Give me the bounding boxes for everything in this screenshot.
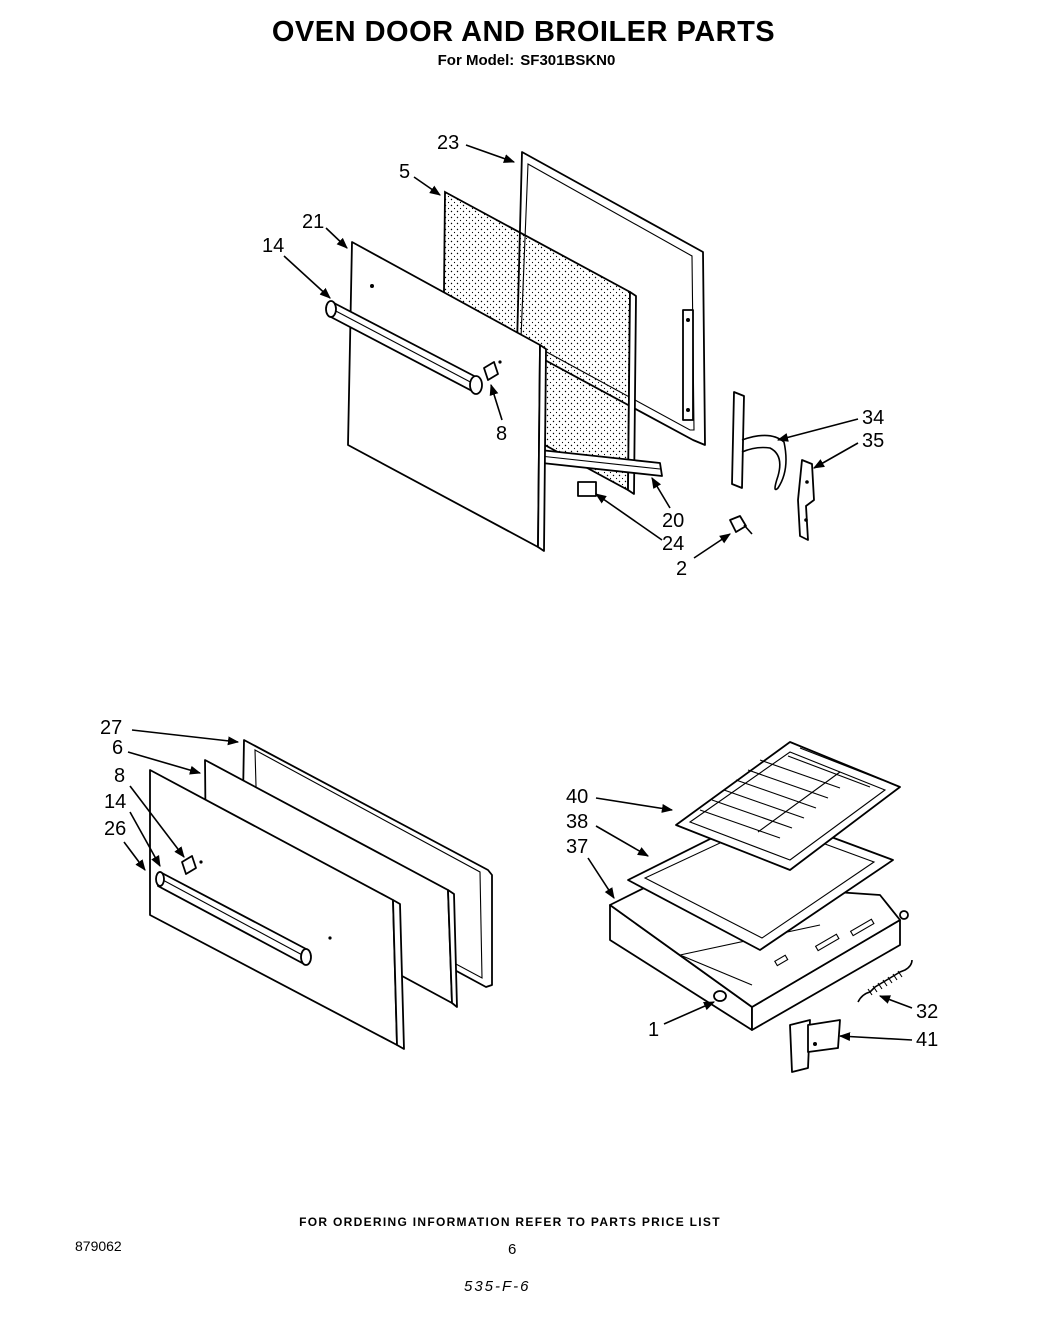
model-number: SF301BSKN0	[520, 52, 616, 69]
model-label: For Model:	[437, 52, 515, 69]
hinge-bracket	[797, 459, 815, 541]
callout-1: 1	[648, 1019, 659, 1041]
broiler-door-assembly	[149, 739, 493, 1050]
broiler-door-handle	[155, 871, 312, 966]
callout-37: 37	[566, 836, 588, 858]
callout-35: 35	[862, 430, 884, 452]
outer-oven-door	[347, 241, 547, 552]
oven-door-handle	[325, 300, 483, 395]
door-screw	[729, 515, 753, 535]
drawer-bracket	[789, 1019, 841, 1073]
oven-door-callouts: 23 5 21 14 8 34 35 20 24 2	[262, 132, 884, 580]
broiler-pan-callouts: 40 38 37 32 1 41	[566, 786, 938, 1051]
door-hinge	[731, 391, 787, 491]
oven-door-assembly	[325, 151, 815, 552]
callout-20: 20	[662, 510, 684, 532]
callout-5: 5	[399, 161, 410, 183]
callout-8-broiler: 8	[114, 765, 125, 787]
page-number: 6	[508, 1241, 517, 1258]
callout-8: 8	[496, 423, 507, 445]
callout-6: 6	[112, 737, 123, 759]
callout-24: 24	[662, 533, 684, 555]
page-title: OVEN DOOR AND BROILER PARTS	[271, 16, 776, 48]
handwritten-code: 535-F-6	[464, 1278, 531, 1295]
callout-38: 38	[566, 811, 588, 833]
outer-broiler-door	[149, 769, 405, 1050]
callout-41: 41	[916, 1029, 938, 1051]
ordering-note: FOR ORDERING INFORMATION REFER TO PARTS …	[299, 1215, 721, 1229]
callout-32: 32	[916, 1001, 938, 1023]
callout-26: 26	[104, 818, 126, 840]
broiler-pan-assembly	[609, 741, 913, 1073]
broiler-handle-spacer	[181, 855, 197, 875]
model-subtitle: For Model: SF301BSKN0	[0, 52, 1047, 69]
callout-27: 27	[100, 717, 122, 739]
handle-spacer	[483, 361, 499, 381]
callout-21: 21	[302, 211, 324, 233]
callout-2: 2	[676, 558, 687, 580]
document-number: 879062	[75, 1238, 122, 1254]
callout-14: 14	[262, 235, 284, 257]
callout-40: 40	[566, 786, 588, 808]
drawer-spring	[857, 959, 913, 1003]
callout-14-broiler: 14	[104, 791, 126, 813]
broiler-door-callouts: 27 6 8 14 26	[100, 717, 240, 871]
door-stop	[577, 481, 597, 497]
callout-23: 23	[437, 132, 459, 154]
callout-34: 34	[862, 407, 884, 429]
broiler-grid	[675, 741, 901, 871]
